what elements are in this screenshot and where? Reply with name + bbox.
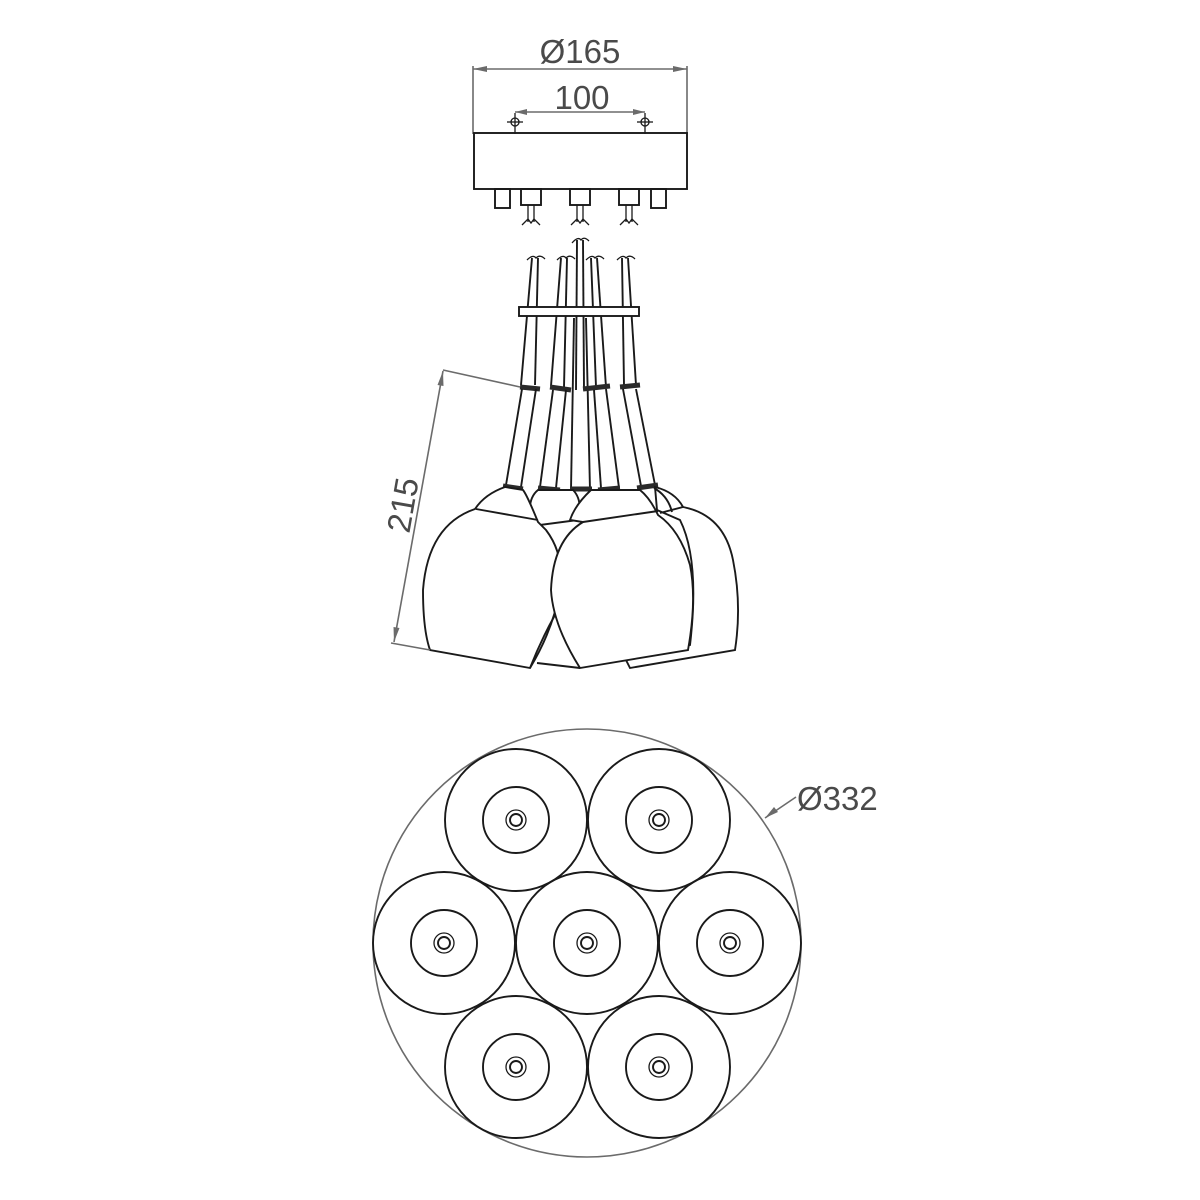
shade-center — [515, 871, 659, 1015]
stems — [505, 388, 656, 489]
shade-front-center — [550, 489, 694, 670]
arrow-icon — [515, 109, 527, 115]
shade-top-left — [444, 748, 588, 892]
arrow-icon — [765, 807, 778, 818]
dim-215-ext-bottom — [390, 642, 431, 651]
dim-overall-diameter: Ø332 — [797, 780, 878, 817]
dim-hole-spacing: 100 — [554, 79, 609, 116]
cable-grip — [569, 188, 591, 206]
arrow-icon — [673, 66, 687, 72]
cable-grip — [520, 188, 542, 206]
cable-grip — [650, 188, 667, 209]
dim-canopy-diameter: Ø165 — [540, 33, 621, 70]
dim-215-line — [393, 370, 444, 643]
arrow-icon — [437, 371, 444, 386]
cable-break-tops — [526, 237, 636, 261]
mount-hole-right — [637, 113, 653, 134]
dim-shade-height: 215 — [380, 475, 426, 536]
shade-right-collar — [659, 506, 684, 514]
shade-bottom-right — [587, 995, 731, 1139]
arrow-icon — [633, 109, 645, 115]
shade-top-right — [587, 748, 731, 892]
shade-bottom-rim — [536, 662, 581, 669]
shade-back-middle — [528, 489, 581, 526]
pendant-side-view: 215 — [380, 237, 739, 670]
cable-grip — [494, 188, 511, 209]
cable-grip — [618, 188, 640, 206]
arrow-icon — [393, 627, 400, 642]
shade-bottom-left — [444, 995, 588, 1139]
shade-middle-right — [658, 871, 802, 1015]
shade-left-collar — [475, 508, 539, 521]
arrow-icon — [473, 66, 487, 72]
canopy-body — [473, 132, 688, 190]
cable-break-marks — [521, 205, 639, 226]
spreader-bar — [518, 306, 640, 317]
shade-seam — [529, 614, 556, 669]
cable-bands-upper — [519, 382, 641, 393]
mount-hole-left — [507, 113, 523, 134]
canopy-view: Ø165 100 — [472, 33, 688, 226]
bottom-view: Ø332 — [372, 728, 878, 1158]
cables — [520, 239, 637, 491]
shade-middle-left — [372, 871, 516, 1015]
shade-front-collar — [582, 510, 659, 523]
dim-215-ext-top — [442, 369, 521, 388]
